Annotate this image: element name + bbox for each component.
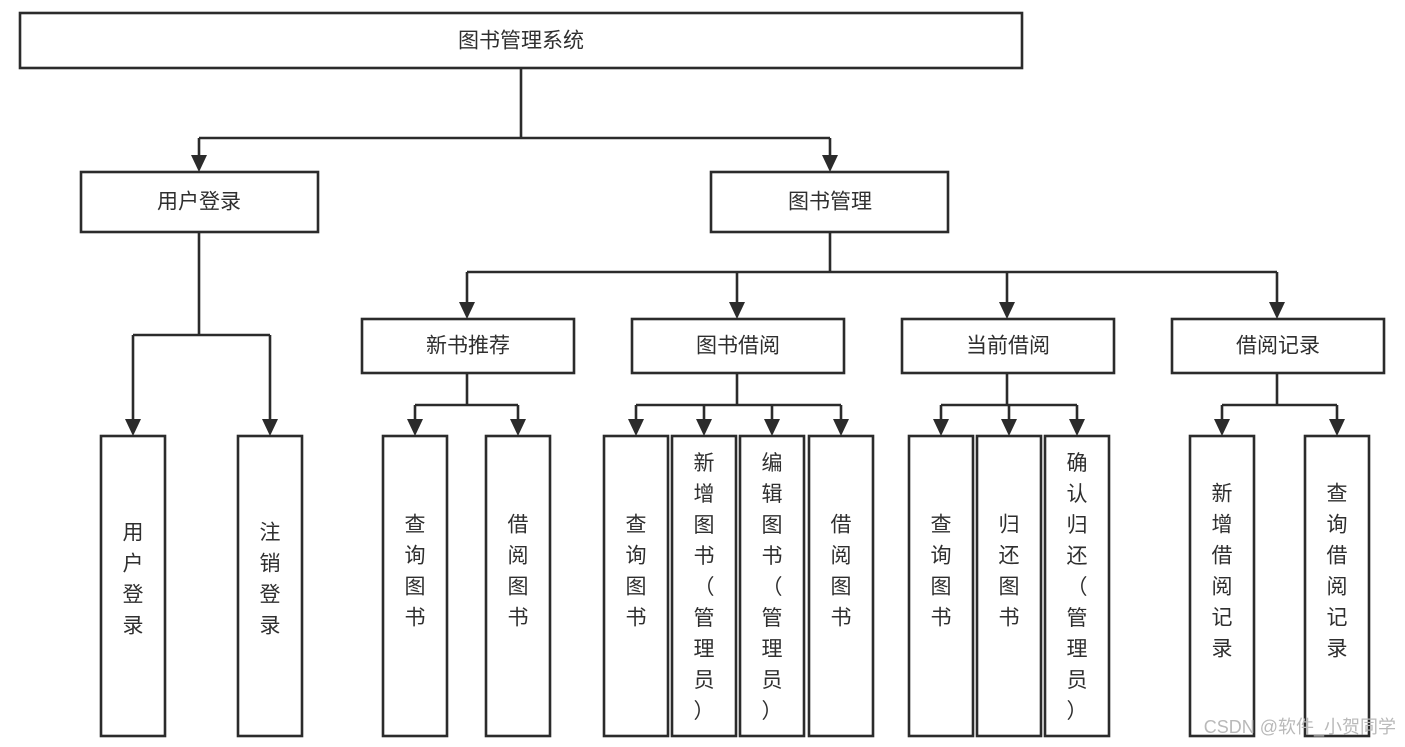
arrowhead-borrow-record-leaf-1: [1329, 419, 1345, 436]
leaf-box[interactable]: [670, 434, 738, 738]
leaf-label: 借阅图书: [831, 514, 852, 630]
node-user-login-label: 用户登录: [157, 191, 241, 214]
leaf-group-current-borrow: 查询图书 归还图书 确认归还（管理员）: [907, 434, 1111, 738]
leaf-group-borrow-record: 新增借阅记录 查询借阅记录: [1188, 434, 1371, 738]
node-borrow-record-label: 借阅记录: [1236, 335, 1320, 358]
leaf-box[interactable]: [1043, 434, 1111, 738]
node-user-login-box[interactable]: [79, 170, 320, 234]
node-book-manage[interactable]: 图书管理: [709, 170, 950, 234]
leaf-label: 查询借阅记录: [1327, 483, 1348, 661]
node-root-label: 图书管理系统: [458, 30, 584, 53]
arrowhead-new-book: [459, 302, 475, 319]
arrowhead-book-borrow-leaf-3: [833, 419, 849, 436]
leaf-label: 借阅图书: [508, 514, 529, 630]
leaf-node[interactable]: 借阅图书: [484, 434, 552, 738]
leaf-node[interactable]: 新增图书（管理员）: [670, 434, 738, 738]
node-book-manage-box[interactable]: [709, 170, 950, 234]
node-new-book-recommend-label: 新书推荐: [426, 335, 510, 358]
connector-layer: [125, 68, 1345, 436]
leaf-box[interactable]: [738, 434, 806, 738]
leaf-box[interactable]: [381, 434, 449, 738]
leaf-label: 编辑图书（管理员）: [762, 452, 783, 723]
arrowhead-user-login: [191, 155, 207, 172]
arrowhead-book-borrow-leaf-2: [764, 419, 780, 436]
node-current-borrow-label: 当前借阅: [966, 335, 1050, 358]
leaf-group-user-login: 用户登录 注销登录: [99, 434, 304, 738]
leaf-node[interactable]: 借阅图书: [807, 434, 875, 738]
arrowhead-current-borrow: [999, 302, 1015, 319]
node-current-borrow[interactable]: 当前借阅: [900, 317, 1116, 375]
leaf-label: 用户登录: [123, 522, 144, 638]
leaf-node[interactable]: 编辑图书（管理员）: [738, 434, 806, 738]
node-user-login[interactable]: 用户登录: [79, 170, 320, 234]
leaf-box[interactable]: [602, 434, 670, 738]
arrowhead-current-borrow-leaf-0: [933, 419, 949, 436]
leaf-node[interactable]: 注销登录: [236, 434, 304, 738]
leaf-label: 查询图书: [626, 514, 647, 630]
leaf-box[interactable]: [1303, 434, 1371, 738]
arrowhead-borrow-record-leaf-0: [1214, 419, 1230, 436]
leaf-label: 查询图书: [931, 514, 952, 630]
node-root[interactable]: 图书管理系统: [18, 11, 1024, 70]
leaf-box[interactable]: [484, 434, 552, 738]
leaf-label: 注销登录: [260, 522, 281, 638]
csdn-watermark: CSDN @软件_小贺同学: [1204, 717, 1396, 738]
arrowhead-borrow-record: [1269, 302, 1285, 319]
leaf-box[interactable]: [236, 434, 304, 738]
leaf-label: 确认归还（管理员）: [1067, 452, 1088, 723]
leaf-group-book-borrow: 查询图书 新增图书（管理员） 编辑图书（管理员） 借阅图书: [602, 434, 875, 738]
node-current-borrow-box[interactable]: [900, 317, 1116, 375]
leaf-node[interactable]: 查询借阅记录: [1303, 434, 1371, 738]
leaf-label: 新增图书（管理员）: [694, 452, 715, 723]
node-new-book-recommend[interactable]: 新书推荐: [360, 317, 576, 375]
arrowhead-new-book-leaf-1: [510, 419, 526, 436]
arrowhead-user-login-leaf-1: [262, 419, 278, 436]
leaf-node[interactable]: 查询图书: [381, 434, 449, 738]
leaf-group-new-book-recommend: 查询图书 借阅图书: [381, 434, 552, 738]
arrowhead-current-borrow-leaf-2: [1069, 419, 1085, 436]
leaf-node[interactable]: 新增借阅记录: [1188, 434, 1256, 738]
node-book-borrow-label: 图书借阅: [696, 335, 780, 358]
node-borrow-record[interactable]: 借阅记录: [1170, 317, 1386, 375]
leaf-node[interactable]: 归还图书: [975, 434, 1043, 738]
node-new-book-recommend-box[interactable]: [360, 317, 576, 375]
leaf-box[interactable]: [907, 434, 975, 738]
arrowhead-book-manage: [822, 155, 838, 172]
arrowhead-user-login-leaf-0: [125, 419, 141, 436]
leaf-box[interactable]: [1188, 434, 1256, 738]
node-book-borrow-box[interactable]: [630, 317, 846, 375]
leaf-node[interactable]: 查询图书: [907, 434, 975, 738]
arrowhead-book-borrow-leaf-0: [628, 419, 644, 436]
arrowhead-current-borrow-leaf-1: [1001, 419, 1017, 436]
leaf-node[interactable]: 查询图书: [602, 434, 670, 738]
arrowhead-new-book-leaf-0: [407, 419, 423, 436]
leaf-label: 归还图书: [999, 514, 1020, 630]
leaf-node[interactable]: 确认归还（管理员）: [1043, 434, 1111, 738]
leaf-box[interactable]: [807, 434, 875, 738]
leaf-label: 新增借阅记录: [1212, 483, 1233, 661]
leaf-box[interactable]: [99, 434, 167, 738]
node-book-manage-label: 图书管理: [788, 191, 872, 214]
leaf-label: 查询图书: [405, 514, 426, 630]
node-book-borrow[interactable]: 图书借阅: [630, 317, 846, 375]
arrowhead-book-borrow-leaf-1: [696, 419, 712, 436]
leaf-node[interactable]: 用户登录: [99, 434, 167, 738]
node-borrow-record-box[interactable]: [1170, 317, 1386, 375]
node-root-box[interactable]: [18, 11, 1024, 70]
arrowhead-book-borrow: [729, 302, 745, 319]
leaf-box[interactable]: [975, 434, 1043, 738]
